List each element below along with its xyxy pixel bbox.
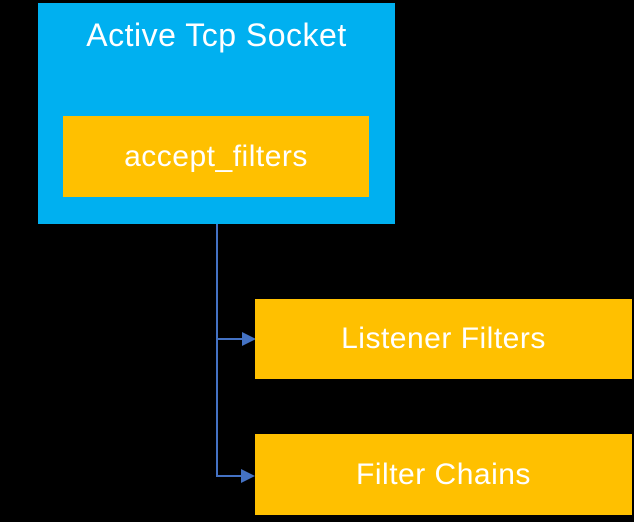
listener-filters-node: Listener Filters: [255, 299, 632, 379]
listener-filters-label: Listener Filters: [341, 322, 546, 355]
connector-vertical-line: [216, 224, 218, 477]
arrowhead-listener-filters-icon: [242, 332, 256, 346]
filter-chains-label: Filter Chains: [356, 457, 531, 491]
active-tcp-socket-label: Active Tcp Socket: [86, 17, 347, 53]
connector-to-filter-chains: [216, 475, 243, 477]
connector-to-listener-filters: [216, 338, 243, 340]
accept-filters-label: accept_filters: [124, 139, 308, 173]
active-tcp-socket-node: Active Tcp Socket accept_filters: [38, 3, 395, 224]
accept-filters-node: accept_filters: [63, 116, 369, 197]
filter-chains-node: Filter Chains: [255, 434, 632, 515]
arrowhead-filter-chains-icon: [241, 469, 255, 483]
